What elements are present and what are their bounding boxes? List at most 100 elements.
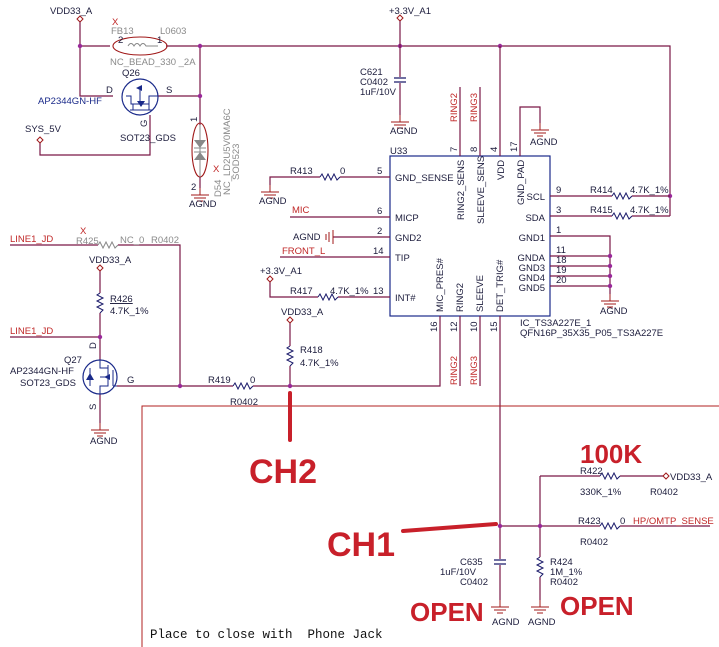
r414-resistor: R414 4.7K_1% — [590, 185, 669, 200]
vdd33a-label: VDD33_A — [670, 472, 713, 483]
pin-name: INT# — [395, 293, 416, 304]
r425-value: NC_0 — [120, 235, 144, 246]
fb13-nc-mark: X — [112, 17, 119, 28]
net-line1-jd: LINE1_JD — [10, 234, 53, 245]
junction — [197, 93, 203, 99]
top-wires — [39, 22, 671, 216]
r415-ref: R415 — [590, 205, 613, 216]
r423-resistor: R423 0 R0402 — [578, 516, 625, 548]
pin-name: SLEEVE_SENS — [476, 156, 487, 224]
pin-num: 3 — [556, 205, 561, 216]
junction — [77, 43, 83, 49]
pin-name: TIP — [395, 253, 410, 264]
pin-num: 7 — [449, 147, 460, 152]
r425-ref: R425 — [76, 236, 99, 247]
r414-ref: R414 — [590, 185, 613, 196]
u33-ic: U33 IC_TS3A227E_1 QFN16P_35X35_P05_TS3A2… — [373, 46, 663, 339]
i2c-gnd-wires — [550, 195, 670, 294]
pin-num: 13 — [373, 286, 384, 297]
q26-gate: G — [139, 120, 150, 127]
vdd33a-port-r418: VDD33_A — [281, 307, 324, 324]
r424-open-annotation: OPEN — [560, 591, 634, 621]
fb13-ref: FB13 — [111, 26, 134, 37]
q27-drain: D — [88, 342, 99, 349]
pin-num: 12 — [449, 321, 460, 332]
gnd2-agnd: AGND — [293, 230, 334, 244]
pin-name: VDD — [496, 160, 507, 180]
pin-name: GNDA — [518, 253, 546, 264]
r422-package: R0402 — [650, 487, 678, 498]
net-mic: MIC — [292, 205, 310, 216]
q27-mosfet: Q27 AP2344GN-HF SOT23_GDS D G S — [10, 342, 134, 410]
junction — [607, 263, 613, 269]
u33-ref: U33 — [390, 146, 407, 157]
agnd-label: AGND — [90, 436, 118, 447]
q26-source: S — [166, 85, 172, 96]
agnd-label: AGND — [293, 232, 321, 243]
r425-resistor: X R425 NC_0 R0402 — [76, 226, 179, 250]
pin-num: 19 — [556, 265, 567, 276]
r422-100k-annotation: 100K — [580, 439, 642, 469]
q26-ref: Q26 — [122, 68, 140, 79]
r419-package: R0402 — [230, 397, 258, 408]
r424-package: R0402 — [550, 577, 578, 588]
sys5v-label: SYS_5V — [25, 124, 62, 135]
c635-package: C0402 — [460, 577, 488, 588]
ch2-annotation: CH2 — [249, 453, 317, 491]
pin-name: SLEEVE — [475, 275, 486, 312]
pin-name: DET_TRIG# — [495, 259, 506, 312]
junction — [177, 383, 183, 389]
q27-ref: Q27 — [64, 355, 82, 366]
r423-ref: R423 — [578, 516, 601, 527]
agnd-label: AGND — [530, 137, 558, 148]
d54-package: SOD523 — [231, 144, 242, 180]
pin-name: GND_SENSE — [395, 173, 454, 184]
v33a1-port-top: +3.3V_A1 — [389, 6, 431, 22]
pin-name: MIC_PRES# — [435, 257, 446, 312]
agnd-label: AGND — [528, 617, 556, 628]
net-line1-jd-2: LINE1_JD — [10, 326, 53, 337]
pin-num: 5 — [377, 166, 382, 177]
d54-pin2: 2 — [191, 182, 196, 193]
pin-name: RING2 — [455, 283, 466, 312]
v33a1-label: +3.3V_A1 — [260, 266, 302, 277]
fb13-pin2: 2 — [118, 35, 123, 46]
pin-name: GND1 — [519, 233, 545, 244]
r418-resistor: R418 4.7K_1% — [286, 345, 339, 369]
d54-tvs-diode: 1 2 X D54 NC_LD2U5V0MA6C SOD523 AGND — [189, 108, 242, 210]
vdd33a-label: VDD33_A — [89, 255, 132, 266]
sense-wires — [500, 475, 710, 600]
agnd-label: AGND — [390, 126, 418, 137]
r423-value: 0 — [620, 516, 625, 527]
agnd-label: AGND — [492, 617, 520, 628]
q27-gate: G — [127, 375, 134, 386]
pin-name: MICP — [395, 213, 419, 224]
r424-resistor: R424 1M_1% R0402 AGND — [528, 556, 583, 628]
agnd-label: AGND — [189, 199, 217, 210]
pin-num: 4 — [489, 147, 500, 152]
c635-ref: C635 — [460, 557, 483, 568]
junction — [607, 253, 613, 259]
q27-package: SOT23_GDS — [20, 378, 76, 389]
q26-mosfet: Q26 D S G AP2344GN-HF SOT23_GDS — [38, 68, 176, 144]
pin-num: 10 — [469, 321, 480, 332]
u33-package: QFN16P_35X35_P05_TS3A227E — [520, 328, 663, 339]
placement-note: Place to close with Phone Jack — [150, 628, 383, 642]
r419-ref: R419 — [208, 375, 231, 386]
pin-name: RING2_SENS — [456, 160, 467, 220]
r419-resistor: R419 0 R0402 — [208, 375, 258, 408]
sys5v-port: SYS_5V — [25, 124, 62, 144]
v33a1-label: +3.3V_A1 — [389, 6, 431, 17]
d54-ref: D54 — [213, 180, 224, 197]
r419-value: 0 — [250, 375, 255, 386]
r413-resistor: R413 0 — [290, 166, 345, 181]
pin-name: SDA — [525, 213, 545, 224]
d54-nc-mark: X — [213, 164, 220, 175]
d54-pin1: 1 — [189, 117, 200, 122]
junction — [287, 383, 293, 389]
r418-value: 4.7K_1% — [300, 358, 339, 369]
pin-num: 14 — [373, 246, 384, 257]
vdd33a-label: VDD33_A — [50, 6, 93, 17]
q26-drain: D — [106, 85, 113, 96]
